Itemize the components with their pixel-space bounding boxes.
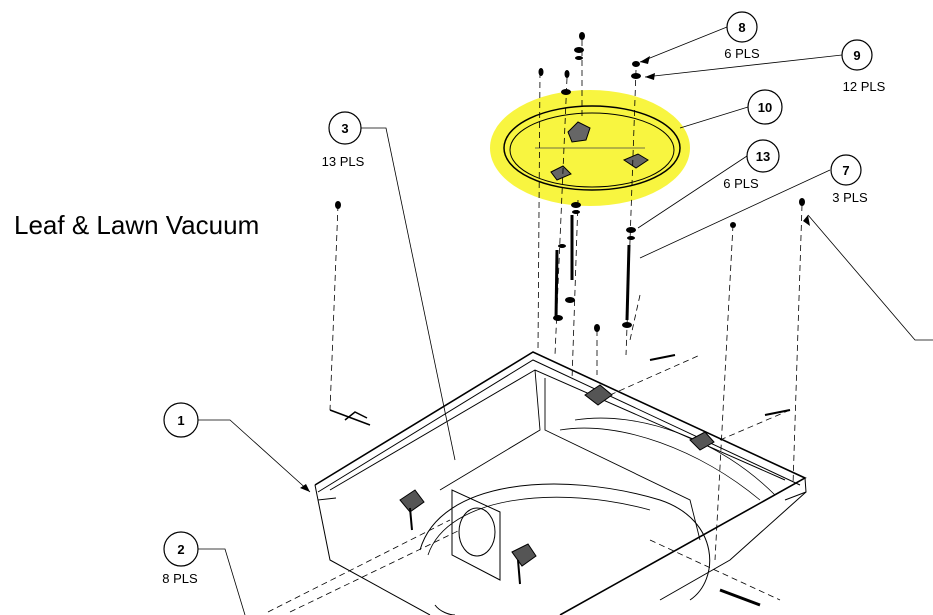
svg-text:13 PLS: 13 PLS: [322, 154, 365, 169]
svg-text:13: 13: [756, 149, 770, 164]
leader-lines: [198, 26, 933, 615]
lid-latch-1: [567, 121, 591, 143]
svg-text:1: 1: [177, 413, 184, 428]
callout-13: 13 6 PLS: [723, 139, 780, 191]
svg-text:7: 7: [842, 163, 849, 178]
lid-latch-2: [550, 165, 572, 181]
svg-text:3: 3: [341, 121, 348, 136]
hardware-fasteners: [335, 32, 805, 332]
callout-2: 2 8 PLS: [162, 531, 199, 586]
svg-text:8 PLS: 8 PLS: [162, 571, 198, 586]
svg-text:12 PLS: 12 PLS: [843, 79, 886, 94]
lid-outer-ring: [503, 105, 681, 191]
svg-text:3 PLS: 3 PLS: [832, 190, 868, 205]
callout-8: 8 6 PLS: [724, 11, 760, 61]
lid-assembly: [490, 90, 690, 206]
svg-text:8: 8: [738, 20, 745, 35]
callout-1: 1: [163, 402, 199, 438]
callout-7: 7 3 PLS: [830, 154, 868, 205]
lid-inner-ring: [509, 112, 675, 188]
svg-text:6 PLS: 6 PLS: [723, 176, 759, 191]
svg-text:9: 9: [853, 48, 860, 63]
lid-latch-3: [622, 153, 649, 169]
callout-10: 10: [747, 89, 783, 125]
housing-body: [314, 351, 807, 615]
svg-text:10: 10: [758, 100, 772, 115]
threaded-rods: [554, 215, 631, 321]
svg-text:2: 2: [177, 542, 184, 557]
diagram-title: Leaf & Lawn Vacuum: [14, 210, 260, 240]
callout-9: 9 12 PLS: [841, 39, 886, 94]
callout-3: 3 13 PLS: [322, 111, 365, 169]
leader-arrows: [300, 56, 810, 492]
svg-text:6 PLS: 6 PLS: [724, 46, 760, 61]
